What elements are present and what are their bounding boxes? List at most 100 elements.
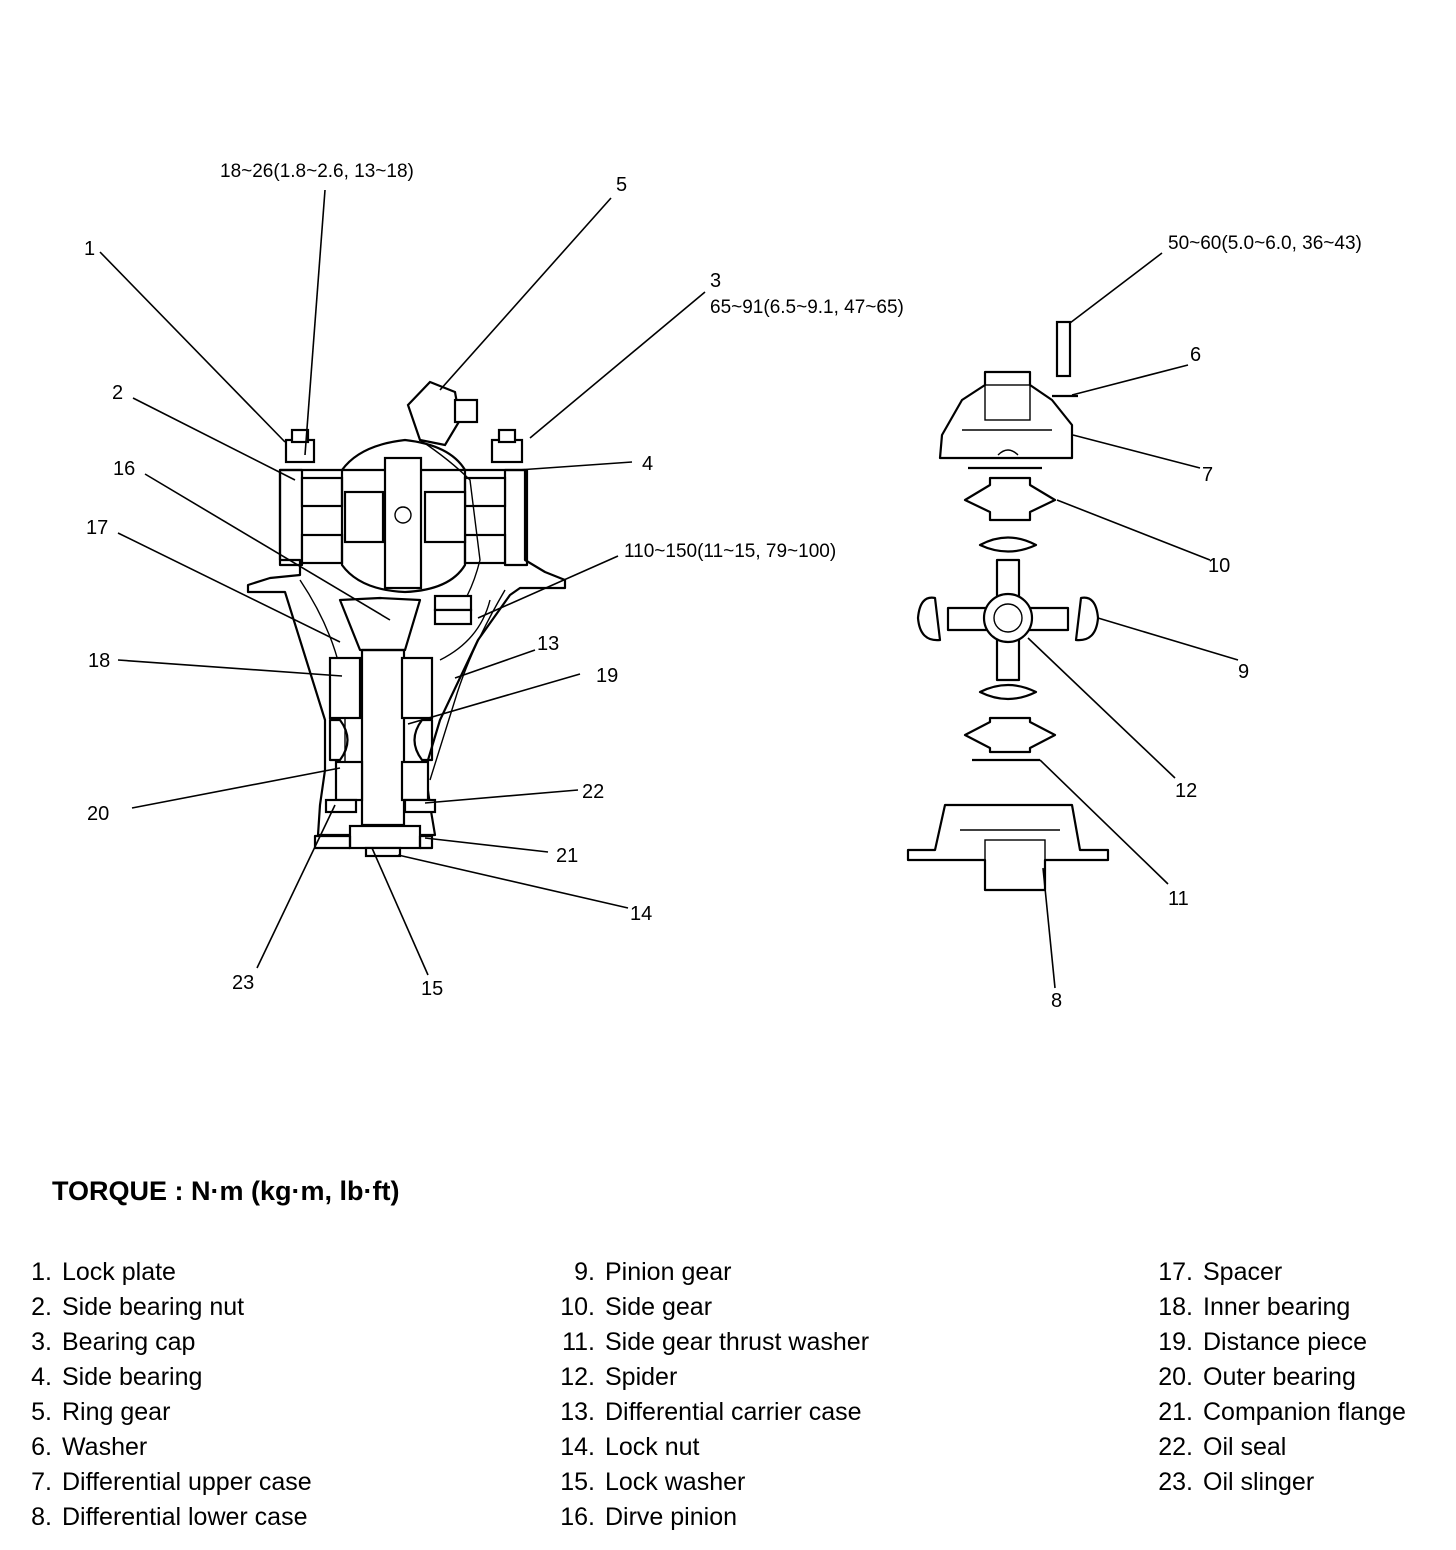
legend-label: Differential carrier case	[605, 1398, 862, 1426]
callout-23: 23	[232, 972, 254, 994]
legend-num: 9.	[574, 1258, 595, 1286]
legend-num: 7.	[31, 1468, 52, 1496]
legend-item: 6. Washer	[20, 1430, 312, 1465]
legend-num: 17.	[1158, 1258, 1193, 1286]
callout-1: 1	[84, 238, 95, 260]
callout-5: 5	[616, 174, 627, 196]
carrier-assembly-drawing	[246, 380, 567, 858]
torque-labels: 18~26(1.8~2.6, 13~18) 65~91(6.5~9.1, 47~…	[220, 161, 1362, 562]
legend-label: Differential lower case	[62, 1503, 308, 1531]
legend-item: 18. Inner bearing	[1146, 1290, 1406, 1325]
legend-num: 6.	[31, 1433, 52, 1461]
callout-11: 11	[1168, 888, 1189, 910]
legend-num: 15.	[560, 1468, 595, 1496]
legend-column-2: 9.Pinion gear 10. Side gear 11.Side gear …	[548, 1255, 869, 1535]
callout-9: 9	[1238, 661, 1249, 683]
legend-num: 14.	[560, 1433, 595, 1461]
differential-exploded-diagram: 18~26(1.8~2.6, 13~18) 65~91(6.5~9.1, 47~…	[84, 161, 1362, 1012]
legend-num: 23.	[1158, 1468, 1193, 1496]
legend-item: 4. Side bearing	[20, 1360, 312, 1395]
differential-exploded-drawing	[906, 320, 1110, 892]
legend-label: Ring gear	[62, 1398, 171, 1426]
callout-3: 3	[710, 270, 721, 292]
callout-20: 20	[87, 803, 109, 825]
callout-18: 18	[88, 650, 110, 672]
legend-item: 20. Outer bearing	[1146, 1360, 1406, 1395]
legend-item: 11.Side gear thrust washer	[548, 1325, 869, 1360]
legend-label: Side gear	[605, 1293, 713, 1321]
callout-22: 22	[582, 781, 604, 803]
legend-item: 9.Pinion gear	[548, 1255, 869, 1290]
legend-item: 2.Side bearing nut	[20, 1290, 312, 1325]
legend-item: 1.Lock plate	[20, 1255, 312, 1290]
legend-label: Oil seal	[1203, 1433, 1287, 1461]
callout-16: 16	[113, 458, 135, 480]
callout-7: 7	[1202, 464, 1213, 486]
legend-label: Spacer	[1203, 1258, 1283, 1286]
callout-15: 15	[421, 978, 443, 1000]
legend-label: Lock nut	[605, 1433, 700, 1461]
legend-item: 7. Differential upper case	[20, 1465, 312, 1500]
callout-21: 21	[556, 845, 578, 867]
callout-6: 6	[1190, 344, 1201, 366]
legend-num: 10.	[560, 1293, 595, 1321]
legend-num: 13.	[560, 1398, 595, 1426]
legend-item: 21. Companion flange	[1146, 1395, 1406, 1430]
legend-item: 22. Oil seal	[1146, 1430, 1406, 1465]
legend-num: 5.	[31, 1398, 52, 1426]
torque-unit-heading: TORQUE : N·m (kg·m, lb·ft)	[52, 1176, 400, 1206]
callout-10: 10	[1208, 555, 1230, 577]
legend-num: 4.	[31, 1363, 52, 1391]
legend-num: 22.	[1158, 1433, 1193, 1461]
legend-label: Side gear thrust washer	[605, 1328, 870, 1356]
legend-item: 17. Spacer	[1146, 1255, 1406, 1290]
torque-ring-gear: 110~150(11~15, 79~100)	[624, 541, 836, 562]
legend-num: 21.	[1158, 1398, 1193, 1426]
callout-4: 4	[642, 453, 653, 475]
legend-label: Oil slinger	[1203, 1468, 1315, 1496]
legend-num: 18.	[1158, 1293, 1193, 1321]
legend-label: Bearing cap	[62, 1328, 196, 1356]
legend-item: 3. Bearing cap	[20, 1325, 312, 1360]
legend-item: 13. Differential carrier case	[548, 1395, 869, 1430]
legend-label: Companion flange	[1203, 1398, 1406, 1426]
callout-13: 13	[537, 633, 559, 655]
legend-item: 10. Side gear	[548, 1290, 869, 1325]
callout-17: 17	[86, 517, 108, 539]
legend-num: 12.	[560, 1363, 595, 1391]
legend-num: 1.	[31, 1258, 52, 1286]
legend-label: Differential upper case	[62, 1468, 312, 1496]
callout-12: 12	[1175, 780, 1197, 802]
legend-num: 19.	[1158, 1328, 1193, 1356]
legend-label: Distance piece	[1203, 1328, 1367, 1356]
legend-item: 19. Distance piece	[1146, 1325, 1406, 1360]
legend-num: 8.	[31, 1503, 52, 1531]
legend-label: Outer bearing	[1203, 1363, 1356, 1391]
callout-numbers: 1 2 3 4 5 6 7 8 9 10 11 12 13 14 15 16 1…	[84, 174, 1249, 1012]
legend-item: 8. Differential lower case	[20, 1500, 312, 1535]
callout-8: 8	[1051, 990, 1062, 1012]
legend-label: Side bearing nut	[62, 1293, 245, 1321]
torque-bearing-nut: 18~26(1.8~2.6, 13~18)	[220, 161, 414, 182]
legend-label: Dirve pinion	[605, 1503, 738, 1531]
legend-label: Spider	[605, 1363, 678, 1391]
legend-label: Lock washer	[605, 1468, 746, 1496]
legend-label: Washer	[62, 1433, 148, 1461]
torque-bearing-cap: 65~91(6.5~9.1, 47~65)	[710, 297, 904, 318]
legend-item: 14. Lock nut	[548, 1430, 869, 1465]
torque-case-bolt: 50~60(5.0~6.0, 36~43)	[1168, 233, 1362, 254]
legend-label: Side bearing	[62, 1363, 203, 1391]
legend-num: 3.	[31, 1328, 52, 1356]
legend-item: 5. Ring gear	[20, 1395, 312, 1430]
legend-num: 16.	[560, 1503, 595, 1531]
legend-item: 23. Oil slinger	[1146, 1465, 1406, 1500]
leader-lines	[99, 189, 1239, 989]
legend-column-3: 17. Spacer 18. Inner bearing 19. Distance p…	[1146, 1255, 1406, 1500]
legend-num: 20.	[1158, 1363, 1193, 1391]
callout-19: 19	[596, 665, 618, 687]
legend-label: Inner bearing	[1203, 1293, 1351, 1321]
callout-14: 14	[630, 903, 652, 925]
legend-column-1: 1.Lock plate 2.Side bearing nut 3. Bearin…	[20, 1255, 312, 1535]
legend-item: 16. Dirve pinion	[548, 1500, 869, 1535]
callout-2: 2	[112, 382, 123, 404]
